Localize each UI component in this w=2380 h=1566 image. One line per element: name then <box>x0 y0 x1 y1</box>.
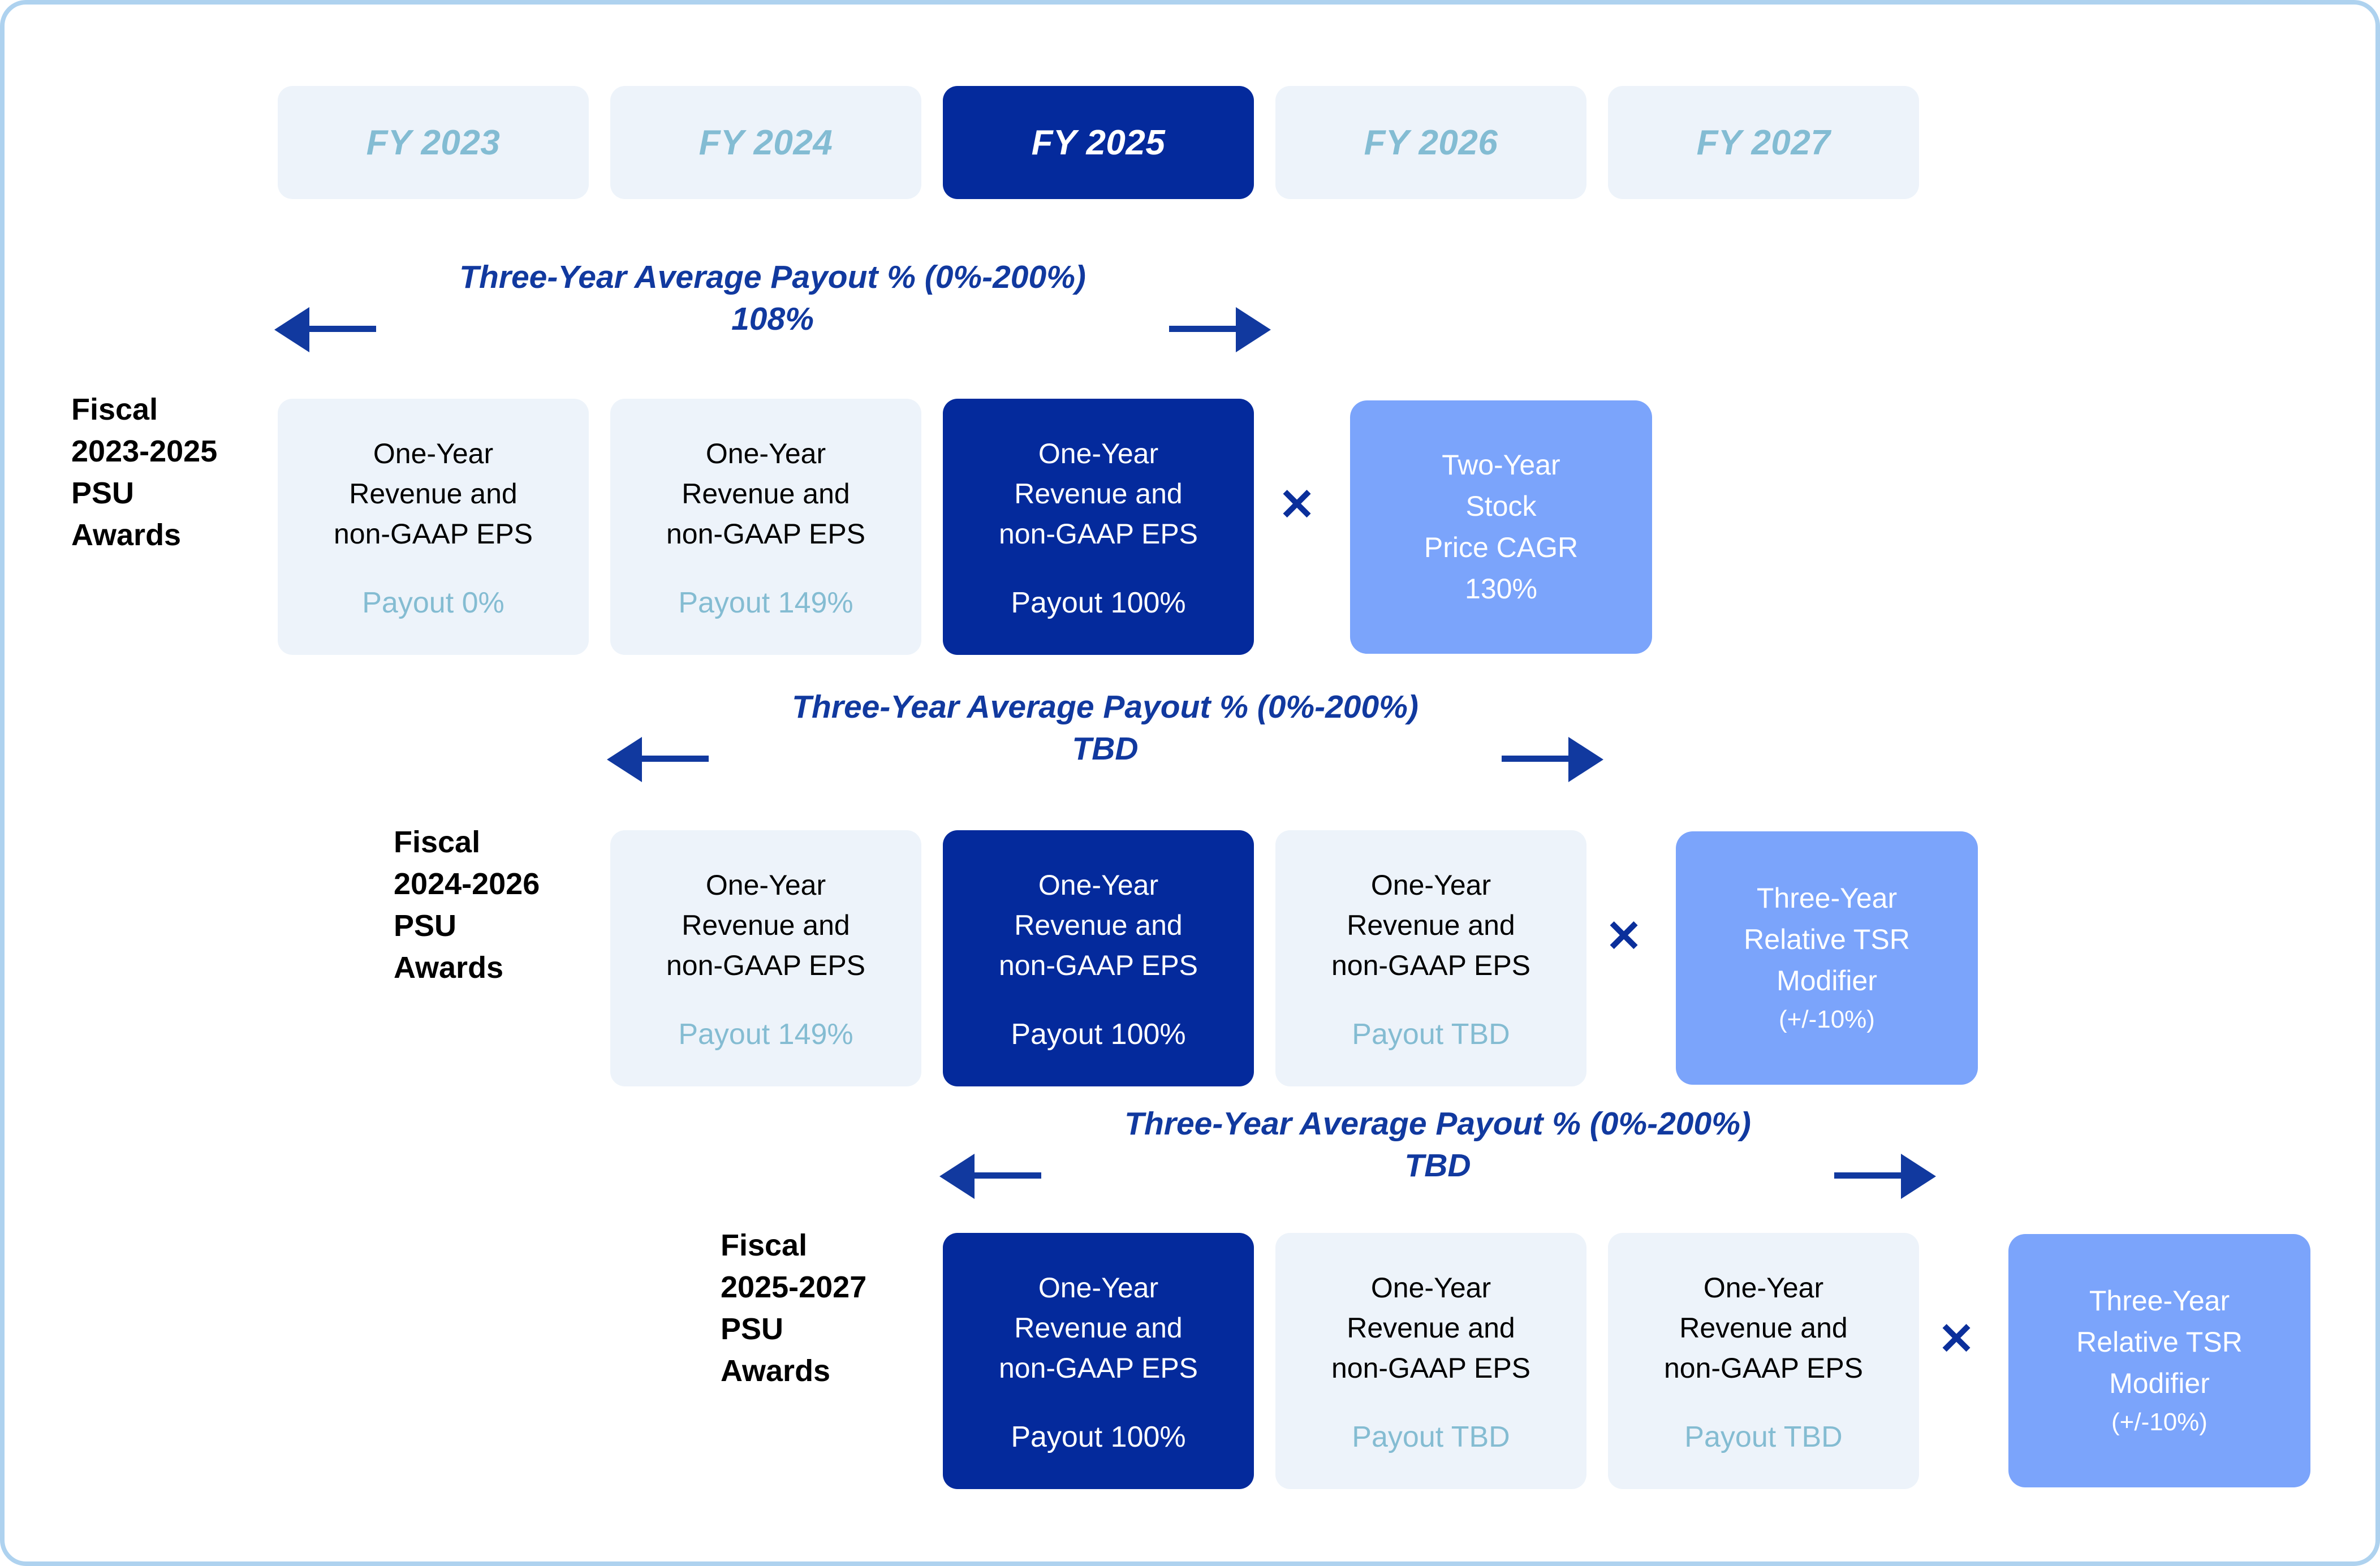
arrow-left-icon <box>939 1149 1041 1203</box>
metric-payout: Payout 100% <box>1011 1018 1186 1051</box>
payout-band-2025-2027: Three-Year Average Payout % (0%-200%) TB… <box>939 1103 1936 1205</box>
year-chip-fy2024[interactable]: FY 2024 <box>610 86 921 199</box>
modifier-box-relative-tsr[interactable]: Three-Year Relative TSR Modifier (+/-10%… <box>2008 1234 2310 1487</box>
metric-box-fy2023[interactable]: One-Year Revenue and non-GAAP EPS Payout… <box>278 399 589 655</box>
metric-title: One-Year Revenue and non-GAAP EPS <box>998 869 1198 981</box>
metric-box-fy2024[interactable]: One-Year Revenue and non-GAAP EPS Payout… <box>610 399 921 655</box>
metric-payout: Payout TBD <box>1684 1421 1843 1453</box>
year-chip-label: FY 2024 <box>699 123 833 162</box>
metric-title: One-Year Revenue and non-GAAP EPS <box>998 1272 1198 1384</box>
payout-band-caption: Three-Year Average Payout % (0%-200%) 10… <box>278 256 1267 340</box>
metric-payout: Payout 100% <box>1011 1421 1186 1453</box>
multiply-icon: ✕ <box>1278 480 1316 529</box>
row-label-2025-2027: Fiscal 2025-2027 PSU Awards <box>721 1228 867 1388</box>
metric-payout: Payout 100% <box>1011 586 1186 619</box>
year-chip-label: FY 2026 <box>1364 123 1498 162</box>
metric-title: One-Year Revenue and non-GAAP EPS <box>666 869 866 981</box>
payout-band-value: TBD <box>1404 1147 1471 1184</box>
payout-band-value: 108% <box>731 301 814 338</box>
modifier-text: Two-Year Stock Price CAGR 130% <box>1424 449 1579 605</box>
payout-band-2024-2026: Three-Year Average Payout % (0%-200%) TB… <box>607 686 1603 788</box>
metric-title: One-Year Revenue and non-GAAP EPS <box>998 438 1198 550</box>
multiply-icon: ✕ <box>1605 911 1642 961</box>
metric-title: One-Year Revenue and non-GAAP EPS <box>1331 869 1531 981</box>
metric-title: One-Year Revenue and non-GAAP EPS <box>333 438 533 550</box>
year-chip-label: FY 2027 <box>1696 123 1831 162</box>
payout-band-caption: Three-Year Average Payout % (0%-200%) TB… <box>943 1103 1933 1187</box>
modifier-box-relative-tsr[interactable]: Three-Year Relative TSR Modifier (+/-10%… <box>1676 831 1978 1085</box>
row-label-2024-2026: Fiscal 2024-2026 PSU Awards <box>394 825 540 985</box>
arrow-right-icon <box>1502 732 1603 787</box>
metric-title: One-Year Revenue and non-GAAP EPS <box>666 438 866 550</box>
year-chip-fy2027[interactable]: FY 2027 <box>1608 86 1919 199</box>
arrow-left-icon <box>607 732 709 787</box>
payout-band-2023-2025: Three-Year Average Payout % (0%-200%) 10… <box>274 256 1271 358</box>
arrow-left-icon <box>274 303 376 357</box>
payout-band-caption-text: Three-Year Average Payout % (0%-200%) <box>459 259 1086 295</box>
metric-payout: Payout 149% <box>678 586 853 619</box>
year-chip-fy2026[interactable]: FY 2026 <box>1275 86 1586 199</box>
year-chip-fy2025[interactable]: FY 2025 <box>943 86 1254 199</box>
metric-payout: Payout TBD <box>1352 1421 1510 1453</box>
metric-box-fy2024[interactable]: One-Year Revenue and non-GAAP EPS Payout… <box>610 830 921 1086</box>
metric-title: One-Year Revenue and non-GAAP EPS <box>1663 1272 1864 1384</box>
payout-band-caption-text: Three-Year Average Payout % (0%-200%) <box>792 689 1418 725</box>
payout-band-caption-text: Three-Year Average Payout % (0%-200%) <box>1124 1106 1751 1142</box>
metric-box-fy2026[interactable]: One-Year Revenue and non-GAAP EPS Payout… <box>1275 830 1586 1086</box>
payout-band-caption: Three-Year Average Payout % (0%-200%) TB… <box>610 686 1600 770</box>
modifier-text: Three-Year Relative TSR Modifier <box>2076 1285 2243 1400</box>
multiply-icon: ✕ <box>1938 1314 1975 1364</box>
year-chip-fy2023[interactable]: FY 2023 <box>278 86 589 199</box>
metric-box-fy2025[interactable]: One-Year Revenue and non-GAAP EPS Payout… <box>943 830 1254 1086</box>
arrow-right-icon <box>1169 303 1271 357</box>
modifier-text: Three-Year Relative TSR Modifier <box>1744 882 1910 997</box>
metric-payout: Payout TBD <box>1352 1018 1510 1051</box>
metric-box-fy2027[interactable]: One-Year Revenue and non-GAAP EPS Payout… <box>1608 1233 1919 1489</box>
arrow-right-icon <box>1834 1149 1936 1203</box>
modifier-subtext: (+/-10%) <box>1779 1006 1875 1034</box>
metric-payout: Payout 149% <box>678 1018 853 1051</box>
metric-box-fy2026[interactable]: One-Year Revenue and non-GAAP EPS Payout… <box>1275 1233 1586 1489</box>
metric-payout: Payout 0% <box>362 586 505 619</box>
metric-box-fy2025[interactable]: One-Year Revenue and non-GAAP EPS Payout… <box>943 399 1254 655</box>
payout-band-value: TBD <box>1072 731 1139 767</box>
year-chip-label: FY 2023 <box>366 123 501 162</box>
metric-title: One-Year Revenue and non-GAAP EPS <box>1331 1272 1531 1384</box>
modifier-subtext: (+/-10%) <box>2111 1408 2207 1436</box>
year-chip-label: FY 2025 <box>1031 123 1166 162</box>
row-label-2023-2025: Fiscal 2023-2025 PSU Awards <box>71 392 218 552</box>
modifier-box-stock-price-cagr[interactable]: Two-Year Stock Price CAGR 130% <box>1350 400 1652 654</box>
metric-box-fy2025[interactable]: One-Year Revenue and non-GAAP EPS Payout… <box>943 1233 1254 1489</box>
